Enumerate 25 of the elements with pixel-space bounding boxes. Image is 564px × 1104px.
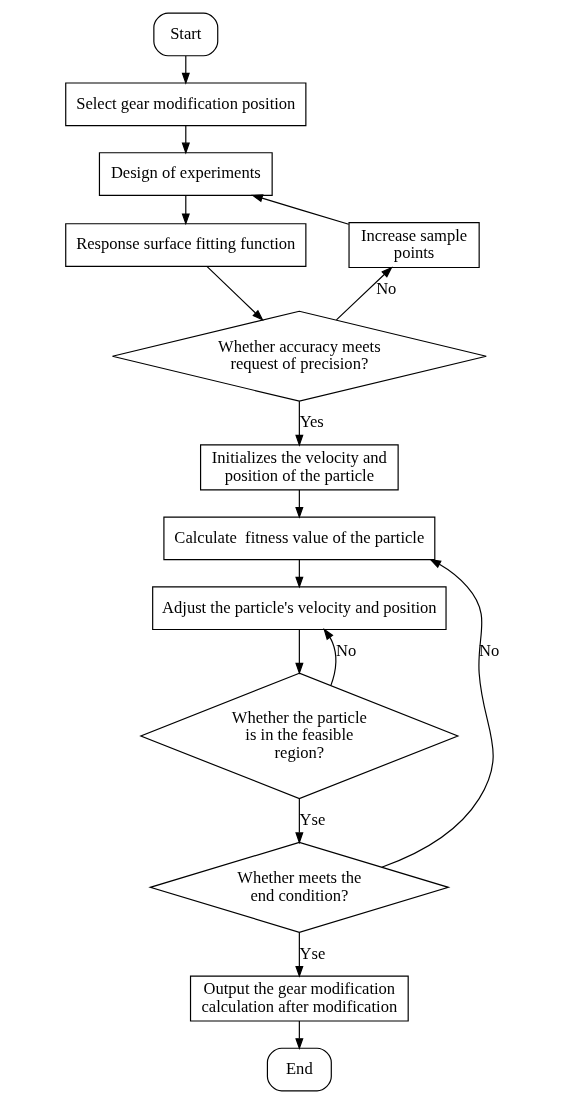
- node-box: Increase sample points: [347, 221, 480, 269]
- node-box: Start: [152, 12, 218, 57]
- edge-label: No: [375, 278, 396, 298]
- arrow: [181, 194, 190, 226]
- node-box: Response surface fitting function: [64, 223, 306, 267]
- node-diamond: Whether meets the end condition?: [147, 841, 450, 933]
- edge-label: Yes: [299, 412, 324, 432]
- arrow: [294, 400, 303, 447]
- node-box: Initializes the velocity and position of the particle: [199, 444, 399, 491]
- node-box: Design of experiments: [98, 152, 273, 196]
- node-box: Output the gear modification calculation after modification: [189, 975, 409, 1022]
- arrow: [380, 558, 494, 868]
- arrow: [206, 266, 264, 321]
- arrow: [294, 798, 303, 845]
- edge-label: No: [335, 640, 356, 660]
- node-box: Select gear modification position: [64, 82, 306, 127]
- arrow: [250, 194, 349, 225]
- arrow: [335, 266, 393, 321]
- arrow: [322, 628, 336, 687]
- arrow: [294, 628, 303, 675]
- node-box: Adjust the particle's velocity and position: [151, 586, 447, 631]
- arrow: [294, 931, 303, 978]
- node-box: Calculate fitness value of the particle: [162, 516, 435, 561]
- node-box: End: [266, 1047, 332, 1092]
- node-diamond: Whether the particle is in the feasible region?: [138, 672, 459, 800]
